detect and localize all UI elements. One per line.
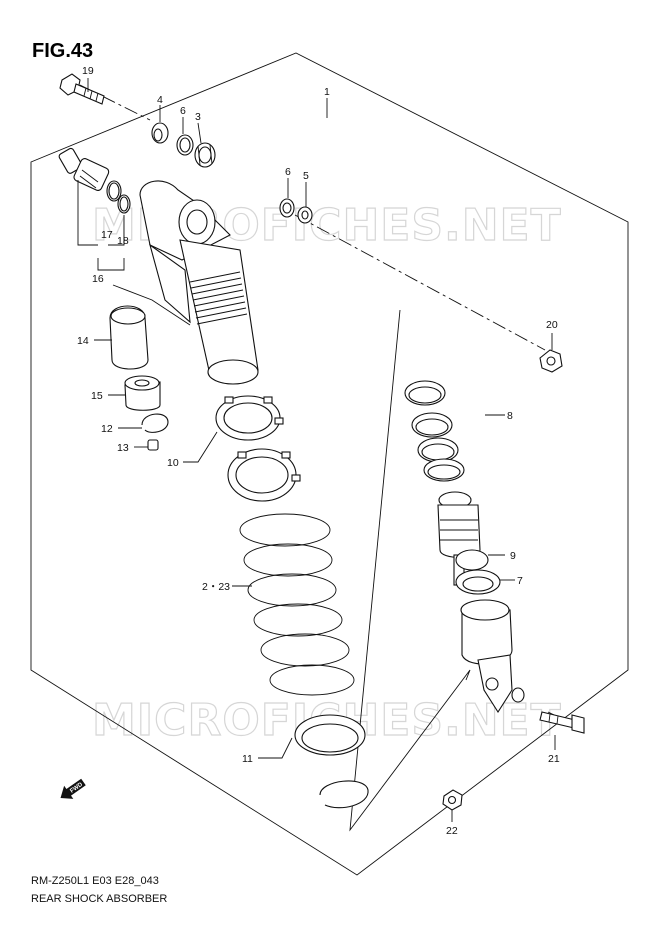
nut-22-part xyxy=(442,789,463,811)
callout-15: 15 xyxy=(91,390,103,402)
leader-18 xyxy=(108,215,125,246)
callout-10: 10 xyxy=(167,457,179,469)
leader-11 xyxy=(258,737,293,759)
leader-16 xyxy=(97,258,125,271)
axis-line-rod xyxy=(349,309,471,832)
collar-5-part xyxy=(297,206,313,224)
leader-10 xyxy=(183,431,218,463)
o-ring-9-part xyxy=(455,549,489,571)
callout-12: 12 xyxy=(101,423,113,435)
callout-3: 3 xyxy=(195,111,201,123)
figure-name: REAR SHOCK ABSORBER xyxy=(31,893,167,905)
callout-17: 17 xyxy=(101,229,113,241)
callout-14: 14 xyxy=(77,335,89,347)
o-ring-18-part xyxy=(117,194,131,214)
nut-20-part xyxy=(539,349,563,373)
callout-2-23: 2・23 xyxy=(202,581,230,593)
figure-code: RM-Z250L1 E03 E28_043 xyxy=(31,875,159,887)
oil-seal-6-lower-part xyxy=(279,198,295,218)
snap-ring-12-part xyxy=(141,413,169,433)
spring-stopper-11-part xyxy=(319,780,369,809)
leader-17 xyxy=(77,180,98,246)
collar-4-part xyxy=(151,122,169,144)
axis-line-upper xyxy=(294,214,546,351)
spring-nut-10-lower-part xyxy=(227,448,301,502)
oil-seal-6-upper-part xyxy=(176,134,194,156)
fwd-arrow-icon: FWD xyxy=(60,778,86,799)
lower-clevis-part xyxy=(460,599,525,714)
callout-11: 11 xyxy=(242,753,253,765)
adjuster-15-part xyxy=(124,375,161,411)
callout-16: 16 xyxy=(92,273,104,285)
callout-18: 18 xyxy=(117,235,129,247)
callout-1: 1 xyxy=(324,86,330,98)
reservoir-valve-16-part xyxy=(58,147,110,191)
callout-6-upper: 6 xyxy=(180,105,186,117)
reservoir-cap-14-part xyxy=(109,305,149,370)
callout-13: 13 xyxy=(117,442,129,454)
stopper-rings-8-part xyxy=(404,380,465,482)
bearing-3-part xyxy=(194,142,216,168)
spring-seat-11-part xyxy=(294,714,366,756)
shock-body-part xyxy=(139,180,259,385)
callout-22: 22 xyxy=(446,825,458,837)
leader-3 xyxy=(197,122,202,144)
callout-6-lower: 6 xyxy=(285,166,291,178)
o-ring-17-part xyxy=(106,180,122,202)
callout-19: 19 xyxy=(82,65,94,77)
callout-7: 7 xyxy=(517,575,523,587)
callout-4: 4 xyxy=(157,94,163,106)
callout-21: 21 xyxy=(548,753,560,765)
callout-5: 5 xyxy=(303,170,309,182)
callout-8: 8 xyxy=(507,410,513,422)
figure-title: FIG.43 xyxy=(32,40,93,62)
bolt-21-part xyxy=(539,711,585,734)
bump-rubber-7-part xyxy=(455,569,501,595)
spring-nut-10-upper-part xyxy=(215,395,284,441)
coil-spring-2-23-part xyxy=(239,513,355,696)
assembly-frame xyxy=(30,52,629,876)
callout-20: 20 xyxy=(546,319,558,331)
callout-9: 9 xyxy=(510,550,516,562)
reservoir-link-line xyxy=(112,284,191,326)
plug-13-part xyxy=(147,439,159,451)
bolt-19-part xyxy=(59,73,105,105)
